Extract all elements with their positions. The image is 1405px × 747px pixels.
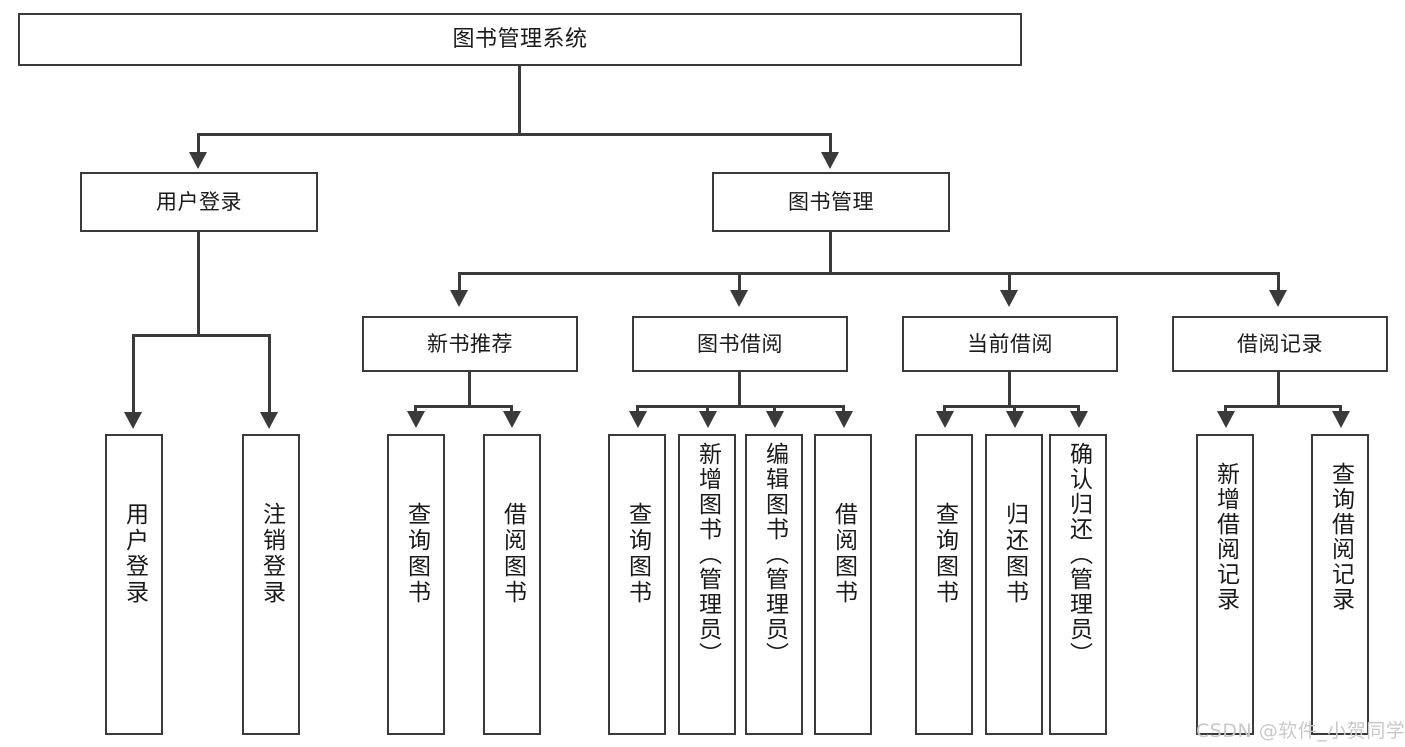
node-label: 当前借阅	[967, 331, 1053, 356]
arrowhead-cb-confirm	[1070, 411, 1088, 428]
leaf-nb-query-book[interactable]: 查询图书	[387, 434, 445, 735]
arrowhead-book-manage	[821, 152, 839, 169]
arrowhead-bb-edit	[766, 411, 784, 428]
node-borrow-record[interactable]: 借阅记录	[1172, 316, 1388, 372]
node-label: 用户登录	[121, 502, 148, 606]
connector-borrow-record-bus	[1224, 405, 1342, 408]
connector-level2-bus	[458, 272, 1280, 275]
connector-drop-leaf-user-login	[132, 334, 135, 414]
arrowhead-cb-return	[1006, 411, 1024, 428]
node-root-system[interactable]: 图书管理系统	[18, 13, 1022, 66]
connector-drop-current-borrow	[1008, 272, 1011, 292]
arrowhead-new-book	[450, 290, 468, 307]
leaf-user-login[interactable]: 用户登录	[105, 434, 163, 735]
arrowhead-leaf-user-login	[124, 412, 142, 429]
arrowhead-nb-borrow	[503, 411, 521, 428]
watermark: CSDN @软件_小贺同学	[1196, 720, 1405, 742]
connector-drop-user-login	[197, 133, 200, 155]
leaf-bb-borrow-book[interactable]: 借阅图书	[814, 434, 872, 735]
connector-drop-leaf-logout	[268, 334, 271, 414]
node-book-management[interactable]: 图书管理	[712, 172, 950, 232]
connector-user-login-stem	[197, 232, 200, 336]
node-label: 新增借阅记录	[1212, 462, 1239, 612]
connector-new-book-bus	[414, 405, 513, 408]
node-label: 查询图书	[403, 502, 430, 606]
arrowhead-br-query	[1332, 411, 1350, 428]
arrowhead-borrow-record	[1269, 290, 1287, 307]
arrowhead-current-borrow	[1000, 290, 1018, 307]
arrowhead-cb-query	[936, 411, 954, 428]
leaf-bb-edit-book[interactable]: 编辑图书（管理员）	[745, 434, 803, 735]
node-label: 图书管理	[788, 189, 874, 214]
node-label: 借阅图书	[499, 502, 526, 606]
node-label: 归还图书	[1001, 502, 1028, 606]
connector-root-stem	[518, 66, 521, 134]
node-label: 借阅记录	[1237, 331, 1323, 356]
connector-book-borrow-stem	[738, 372, 741, 408]
node-label: 查询借阅记录	[1327, 462, 1354, 612]
node-label: 新增图书（管理员）	[694, 442, 721, 667]
node-label: 图书管理系统	[452, 26, 588, 52]
arrowhead-book-borrow	[730, 290, 748, 307]
connector-drop-book-manage	[829, 133, 832, 155]
node-label: 注销登录	[258, 502, 285, 606]
node-label: 确认归还（管理员）	[1065, 442, 1092, 667]
connector-drop-book-borrow	[738, 272, 741, 292]
connector-current-borrow-stem	[1008, 372, 1011, 408]
connector-drop-new-book	[458, 272, 461, 292]
node-user-login[interactable]: 用户登录	[80, 172, 318, 232]
arrowhead-nb-query	[407, 411, 425, 428]
leaf-logout[interactable]: 注销登录	[242, 434, 300, 735]
leaf-cb-confirm-return[interactable]: 确认归还（管理员）	[1049, 434, 1107, 735]
arrowhead-bb-add	[699, 411, 717, 428]
node-label: 图书借阅	[697, 331, 783, 356]
leaf-br-add-record[interactable]: 新增借阅记录	[1196, 434, 1254, 735]
leaf-br-query-record[interactable]: 查询借阅记录	[1311, 434, 1369, 735]
connector-new-book-stem	[468, 372, 471, 408]
connector-book-manage-stem	[829, 232, 832, 274]
arrowhead-bb-borrow	[835, 411, 853, 428]
leaf-bb-query-book[interactable]: 查询图书	[608, 434, 666, 735]
arrowhead-br-add	[1217, 411, 1235, 428]
node-new-book-recommend[interactable]: 新书推荐	[362, 316, 578, 372]
leaf-nb-borrow-book[interactable]: 借阅图书	[483, 434, 541, 735]
connector-drop-borrow-record	[1277, 272, 1280, 292]
node-label: 借阅图书	[830, 502, 857, 606]
node-current-borrow[interactable]: 当前借阅	[902, 316, 1118, 372]
connector-user-login-bus	[132, 334, 271, 337]
connector-level1-bus	[197, 133, 831, 136]
arrowhead-leaf-logout	[260, 412, 278, 429]
node-label: 用户登录	[156, 189, 242, 214]
arrowhead-bb-query	[629, 411, 647, 428]
leaf-cb-query-book[interactable]: 查询图书	[915, 434, 973, 735]
node-label: 编辑图书（管理员）	[761, 442, 788, 667]
arrowhead-user-login	[189, 152, 207, 169]
leaf-cb-return-book[interactable]: 归还图书	[985, 434, 1043, 735]
node-book-borrow[interactable]: 图书借阅	[632, 316, 848, 372]
node-label: 新书推荐	[427, 331, 513, 356]
connector-current-borrow-bus	[943, 405, 1080, 408]
connector-book-borrow-bus	[636, 405, 845, 408]
connector-borrow-record-stem	[1277, 372, 1280, 408]
leaf-bb-add-book[interactable]: 新增图书（管理员）	[678, 434, 736, 735]
node-label: 查询图书	[624, 502, 651, 606]
node-label: 查询图书	[931, 502, 958, 606]
